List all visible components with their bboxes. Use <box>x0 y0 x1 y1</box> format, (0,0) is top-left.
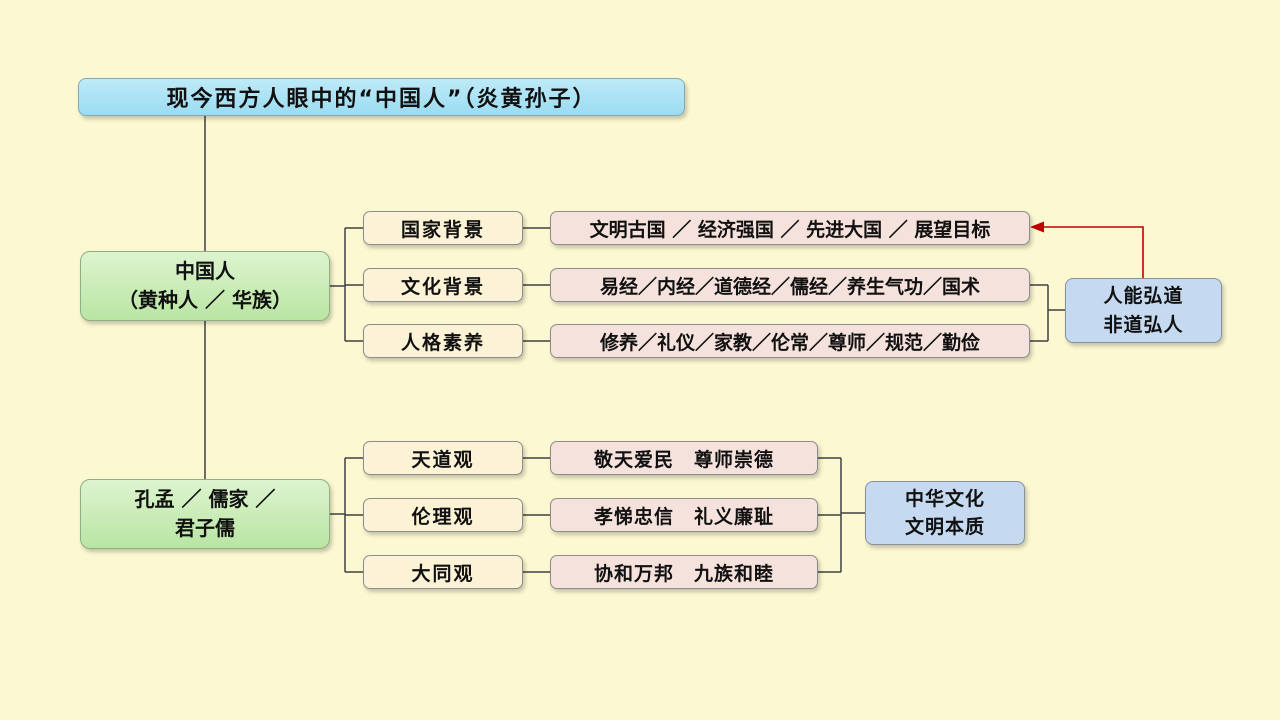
node-dao-promotion-note: 人能弘道 非道弘人 <box>1065 278 1222 343</box>
label-text: 国家背景 <box>400 218 485 241</box>
title-text: 现今西方人眼中的“中国人”（炎黄孙子） <box>166 87 597 112</box>
side-note-line2: 文明本质 <box>904 516 985 538</box>
node-chinese-people: 中国人 （黄种人 ／ 华族） <box>80 251 330 321</box>
node-confucian-school-line2: 君子儒 <box>175 516 235 540</box>
title-box: 现今西方人眼中的“中国人”（炎黄孙子） <box>78 78 685 116</box>
node-detail-great-unity-view: 协和万邦 九族和睦 <box>550 555 818 589</box>
node-chinese-people-line2: （黄种人 ／ 华族） <box>118 288 292 312</box>
node-detail-personal-qualities: 修养／礼仪／家教／伦常／尊师／规范／勤俭 <box>550 324 1030 358</box>
connector-root2-branches <box>330 457 363 573</box>
detail-text: 协和万邦 九族和睦 <box>593 562 774 585</box>
side-note-line1: 人能弘道 <box>1103 285 1184 307</box>
node-chinese-culture-essence: 中华文化 文明本质 <box>865 481 1025 545</box>
node-detail-national-background: 文明古国 ／ 经济强国 ／ 先进大国 ／ 展望目标 <box>550 211 1030 245</box>
node-chinese-people-line1: 中国人 <box>175 259 235 283</box>
label-text: 人格素养 <box>400 331 485 354</box>
label-text: 天道观 <box>411 448 475 471</box>
node-detail-cultural-background: 易经／内经／道德经／儒经／养生气功／国术 <box>550 268 1030 302</box>
side-note-line1: 中华文化 <box>904 487 985 510</box>
connector-labels1-to-details1 <box>523 227 550 342</box>
node-label-ethics-view: 伦理观 <box>363 498 523 532</box>
label-text: 文化背景 <box>400 275 485 298</box>
label-text: 伦理观 <box>411 505 475 528</box>
node-label-great-unity-view: 大同观 <box>363 555 523 589</box>
detail-text: 敬天爱民 尊师崇德 <box>593 448 774 471</box>
node-confucian-school: 孔孟 ／ 儒家 ／ 君子儒 <box>80 479 330 549</box>
node-detail-heaven-view: 敬天爱民 尊师崇德 <box>550 441 818 475</box>
node-label-heaven-view: 天道观 <box>363 441 523 475</box>
connector-root1-branches <box>330 227 363 342</box>
side-note-line2: 非道弘人 <box>1103 313 1184 336</box>
connector-labels2-to-details2 <box>523 457 550 573</box>
node-label-personal-qualities: 人格素养 <box>363 324 523 358</box>
detail-text: 易经／内经／道德经／儒经／养生气功／国术 <box>599 275 980 298</box>
detail-text: 文明古国 ／ 经济强国 ／ 先进大国 ／ 展望目标 <box>589 218 991 241</box>
node-label-cultural-background: 文化背景 <box>363 268 523 302</box>
node-detail-ethics-view: 孝悌忠信 礼义廉耻 <box>550 498 818 532</box>
label-text: 大同观 <box>411 562 475 585</box>
detail-text: 孝悌忠信 礼义廉耻 <box>593 505 774 528</box>
connector-details1-to-side1 <box>1030 284 1065 342</box>
red-arrow <box>1030 221 1144 278</box>
node-confucian-school-line1: 孔孟 ／ 儒家 ／ <box>134 487 276 511</box>
connector-details2-to-side2 <box>818 457 865 573</box>
node-label-national-background: 国家背景 <box>363 211 523 245</box>
detail-text: 修养／礼仪／家教／伦常／尊师／规范／勤俭 <box>599 331 980 354</box>
